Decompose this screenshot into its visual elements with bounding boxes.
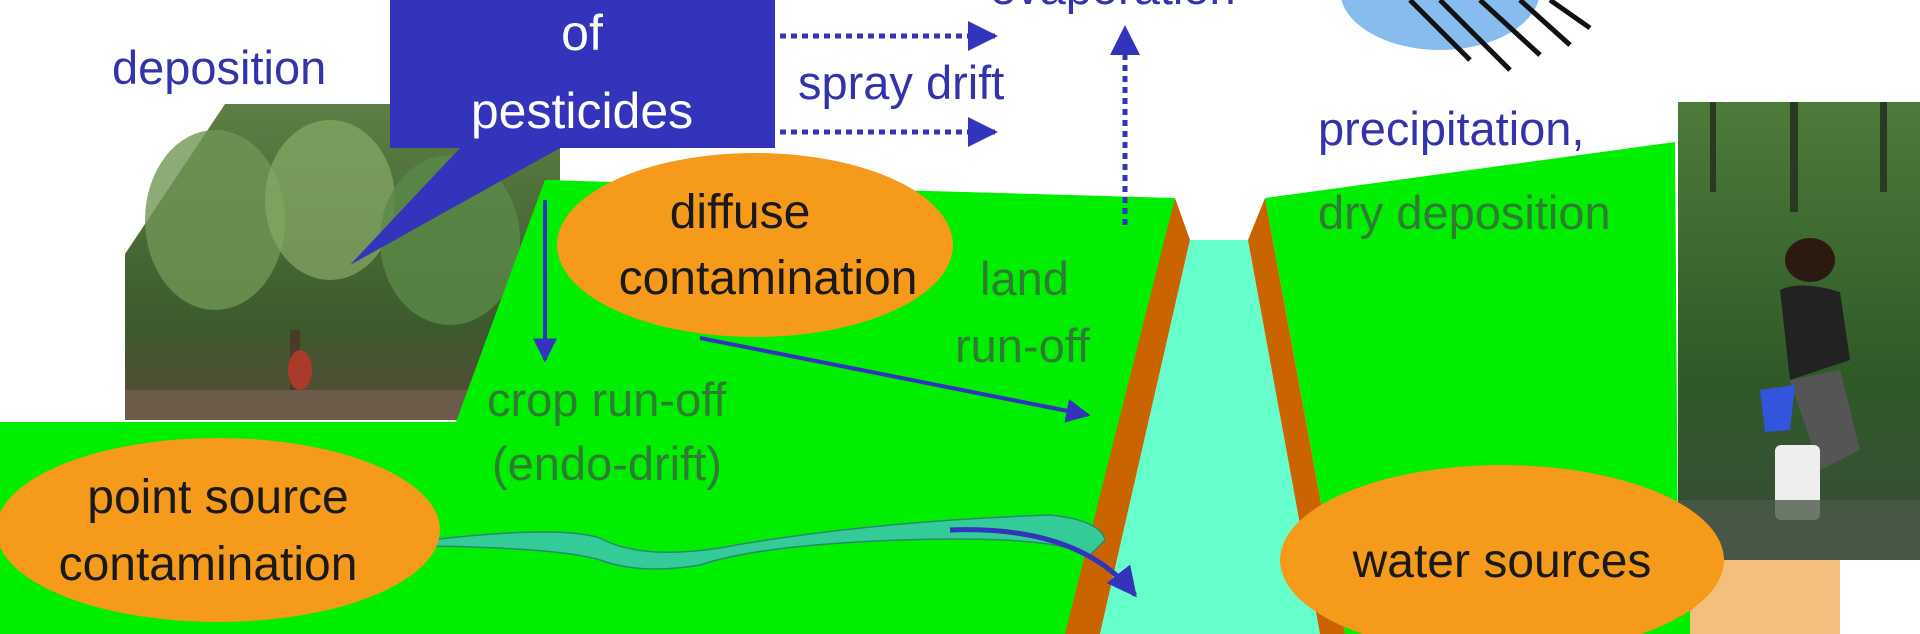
arrow-stream-to-river <box>949 527 1137 598</box>
arrow-land-runoff <box>699 336 1091 423</box>
water-sources-text: water sources <box>1352 535 1652 588</box>
callout-line1: of <box>561 5 603 61</box>
pesticides-callout <box>350 0 775 265</box>
left-riverbank <box>1065 198 1190 634</box>
label-dry-deposition: dry deposition <box>1318 186 1611 239</box>
rain-cloud-icon <box>1341 0 1592 72</box>
arrows <box>533 21 1140 598</box>
diffuse-line1: diffuse <box>670 186 811 239</box>
label-precipitation: precipitation, <box>1318 102 1585 155</box>
point-source-bubble <box>0 438 440 622</box>
diffuse-contamination-bubble <box>557 153 953 337</box>
label-land-runoff-1: land <box>980 252 1069 305</box>
river <box>1100 240 1320 634</box>
water-sources-bubble <box>1280 465 1724 634</box>
label-spray-drift: spray drift <box>798 56 1004 109</box>
label-crop-runoff-2: (endo-drift) <box>492 437 722 490</box>
label-deposition: deposition <box>112 41 326 94</box>
point-source-line1: point source <box>87 471 349 524</box>
callout-line2: pesticides <box>471 83 693 139</box>
label-crop-runoff-1: crop run-off <box>487 373 727 426</box>
label-land-runoff-2: run-off <box>955 319 1091 372</box>
diffuse-line2: contamination <box>619 252 918 305</box>
label-evaporation: evaporation <box>990 0 1236 14</box>
water-collection-photo <box>1678 102 1920 560</box>
point-source-line2: contamination <box>59 538 358 591</box>
